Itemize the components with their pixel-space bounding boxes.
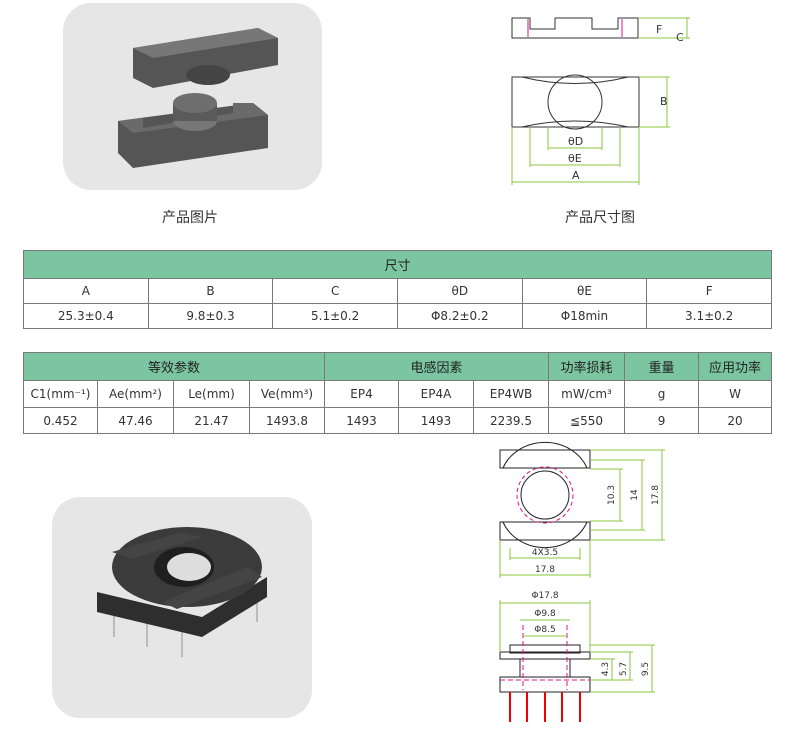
param-value: 1493.8 [248,407,326,434]
dim-value: 25.3±0.4 [23,303,149,329]
label-phi-17-8: Φ17.8 [531,591,558,601]
group-equivalent: 等效参数 [22,352,326,381]
param-header: EP4WB [473,380,550,408]
bobbin-photo [52,497,312,718]
param-value: 1493 [324,407,400,434]
photo-caption: 产品图片 [162,210,218,226]
label-9-5: 9.5 [641,662,651,676]
param-header: g [624,380,700,408]
label-c: C [676,31,684,44]
bobbin-dimension-drawing: 10.3 14 17.8 4X3.5 17.8 Φ17.8 Φ9.8 Φ8.5 … [499,441,665,722]
label-f: F [656,23,662,36]
dim-header: B [147,278,274,304]
dim-value: 9.8±0.3 [147,303,274,329]
param-value: ≦550 [548,407,626,434]
dim-value: 5.1±0.2 [272,303,398,329]
core-dimension-drawing: F C B θD θE A [511,17,690,185]
label-5-7: 5.7 [619,662,629,676]
label-pitch: 4X3.5 [532,548,558,558]
param-value: 2239.5 [473,407,550,434]
label-17-8-width: 17.8 [535,565,555,575]
label-phi-8-5: Φ8.5 [534,625,555,635]
param-header: W [698,380,772,408]
label-10-3: 10.3 [607,485,617,505]
dimensions-title: 尺寸 [23,250,772,279]
label-b: B [660,95,668,108]
label-d: θD [568,135,583,148]
drawing-caption: 产品尺寸图 [565,210,635,226]
param-header: Ve(mm³) [248,380,326,408]
label-14: 14 [630,489,640,501]
dim-value: 3.1±0.2 [646,303,772,329]
dim-value: Φ8.2±0.2 [396,303,523,329]
group-power-loss: 功率损耗 [548,352,626,381]
label-phi-9-8: Φ9.8 [534,609,556,619]
label-4-3: 4.3 [601,662,611,676]
param-value: 20 [698,407,772,434]
dim-value: Φ18min [521,303,648,329]
parameters-table: 等效参数 电感因素 功率损耗 重量 应用功率 C1(mm⁻¹)Ae(mm²)Le… [22,352,772,434]
label-17-8-height: 17.8 [651,485,661,505]
param-value: 0.452 [23,407,98,434]
dim-header: F [646,278,772,304]
param-header: mW/cm³ [548,380,626,408]
core-photo [63,3,322,190]
dim-header: A [23,278,149,304]
bobbin-image [97,527,267,657]
ep-core-image [118,28,278,168]
group-weight: 重量 [624,352,700,381]
dim-header: C [272,278,398,304]
dim-header: θE [521,278,648,304]
param-header: EP4 [324,380,400,408]
group-inductance: 电感因素 [324,352,550,381]
param-value: 9 [624,407,700,434]
dim-header: θD [396,278,523,304]
param-value: 21.47 [173,407,250,434]
label-e: θE [568,152,582,165]
param-header: Ae(mm²) [97,380,174,408]
param-header: Le(mm) [173,380,250,408]
param-header: EP4A [398,380,475,408]
param-header: C1(mm⁻¹) [23,380,98,408]
param-value: 47.46 [97,407,174,434]
group-power: 应用功率 [698,352,772,381]
param-value: 1493 [398,407,475,434]
label-a: A [572,169,580,182]
